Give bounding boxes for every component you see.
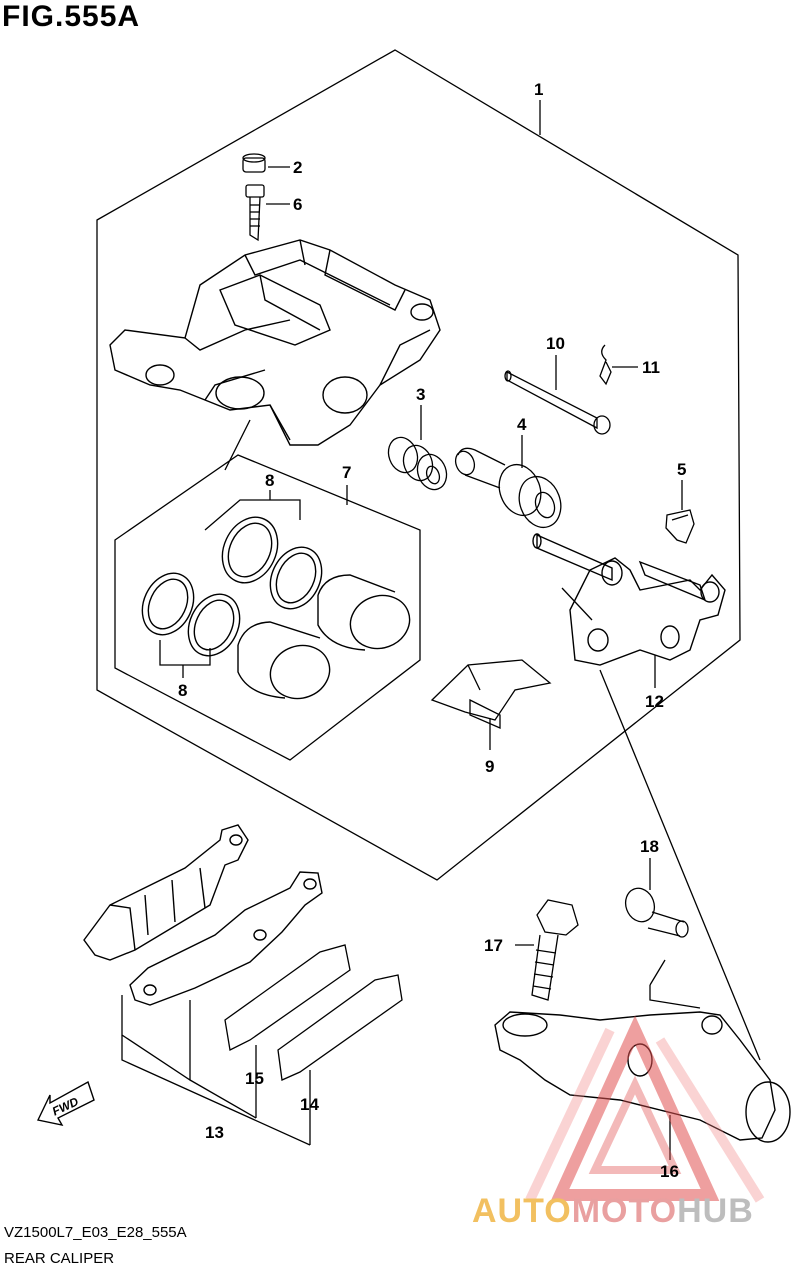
watermark-hub: HUB (677, 1192, 754, 1230)
callout-8-lower: 8 (178, 681, 187, 700)
callout-2: 2 (293, 158, 302, 177)
watermark-auto: AUTO (472, 1192, 572, 1230)
pad-insulator-drawing (277, 974, 403, 1081)
pin-clip-drawing (599, 344, 612, 386)
callout-11: 11 (642, 358, 660, 377)
brake-pad-lower-drawing (129, 871, 323, 1006)
pistons-drawing (237, 574, 411, 700)
leader-caliper (224, 419, 251, 471)
slide-boot-drawing (454, 447, 562, 529)
pad-spring-drawing (665, 509, 695, 544)
callout-8-upper: 8 (265, 471, 274, 490)
piston-seals-drawing (141, 516, 323, 657)
bleeder-cap-drawing (242, 153, 266, 173)
callout-6: 6 (293, 195, 302, 214)
watermark-text: AUTOMOTOHUB (472, 1192, 754, 1231)
callout-9: 9 (485, 757, 494, 776)
assembly-outline (96, 49, 741, 881)
callout-4: 4 (517, 415, 527, 434)
watermark-moto: MOTO (571, 1192, 678, 1230)
pin-boot-drawing (387, 436, 448, 491)
callout-3: 3 (416, 385, 425, 404)
pad-plate-drawing (430, 659, 552, 729)
pad-pin-drawing (504, 370, 611, 435)
fwd-arrow-icon (36, 1080, 95, 1127)
callout-13: 13 (205, 1123, 224, 1142)
pad-shim-drawing (224, 944, 351, 1051)
callout-18: 18 (640, 837, 659, 856)
figure-code: VZ1500L7_E03_E28_555A (4, 1224, 187, 1241)
callout-16: 16 (660, 1162, 679, 1181)
bleeder-valve-drawing (245, 184, 265, 242)
callout-5: 5 (677, 460, 686, 479)
callout-1: 1 (534, 80, 543, 99)
callout-labels: 1 2 6 10 11 3 4 5 7 8 8 12 9 18 17 15 14… (50, 80, 686, 1181)
callout-12: 12 (645, 692, 664, 711)
callout-17: 17 (484, 936, 503, 955)
caliper-mount-drawing (494, 1011, 791, 1143)
mount-bolt-drawing (531, 899, 579, 1001)
callout-15: 15 (245, 1069, 264, 1088)
caliper-body-drawing (109, 239, 441, 446)
brake-pad-upper-drawing (83, 824, 249, 961)
callout-7: 7 (342, 463, 351, 482)
figure-title: FIG.555A (2, 0, 141, 33)
axle-bolt-drawing (624, 887, 689, 938)
figure-description: REAR CALIPER (4, 1250, 115, 1267)
callout-10: 10 (546, 334, 565, 353)
watermark-logo (525, 1015, 765, 1203)
caliper-bracket-drawing (532, 533, 726, 666)
callout-14: 14 (300, 1095, 319, 1114)
seal-kit-outline (114, 454, 421, 761)
